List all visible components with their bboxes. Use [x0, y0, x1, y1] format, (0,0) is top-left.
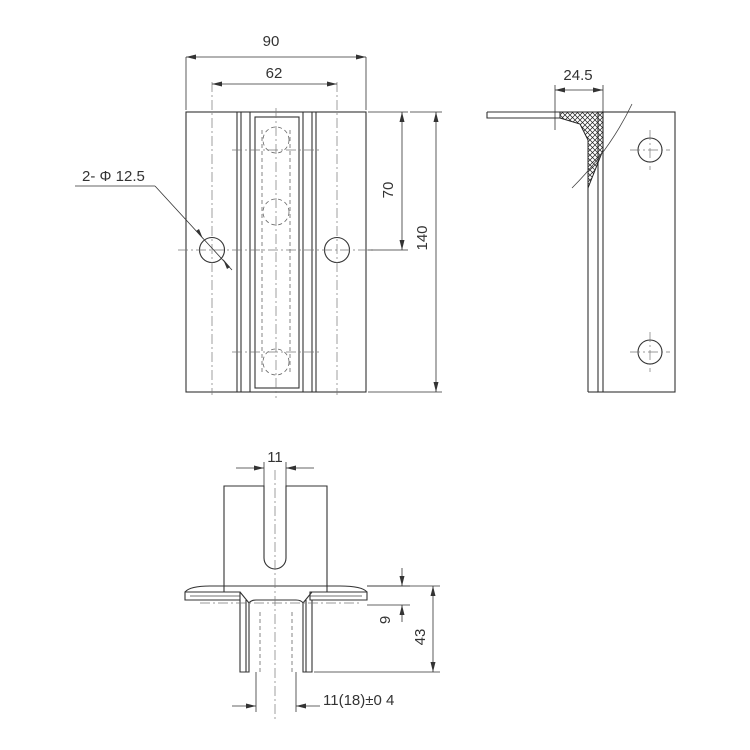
dim-slot-length: 70: [380, 182, 397, 199]
callout-leader: [154, 185, 233, 271]
side-view: 24.5: [486, 67, 676, 393]
dim-flange-depth: 24.5: [563, 67, 592, 84]
dim-flange-height: 9: [377, 616, 394, 624]
front-channel-box: [254, 116, 300, 389]
bottom-channel: [239, 599, 313, 673]
bottom-block-outline: [223, 485, 328, 592]
dim-hole-spacing: 62: [266, 65, 283, 82]
break-arc: [571, 103, 633, 189]
hatched-section: [559, 111, 604, 189]
dim-overall-width: 90: [263, 33, 280, 50]
hidden-hole: [262, 198, 290, 226]
bottom-flange-top: [184, 585, 368, 593]
side-plate-outline: [597, 111, 676, 393]
bottom-channel-wall: [245, 600, 307, 672]
dim-hole-callout: 2- Φ 12.5: [82, 168, 145, 185]
dim-channel-width: 11(18)±0 4: [323, 692, 394, 709]
dim-slot-width: 11: [267, 449, 283, 466]
front-view: 90 62 2- Φ 12.5 70 140: [75, 33, 442, 398]
bottom-view: 11 9 43 11(18)±0 4: [184, 449, 440, 720]
hidden-hole: [262, 348, 290, 376]
bottom-flange-right: [309, 591, 368, 601]
dim-overall-height: 140: [414, 225, 431, 250]
hidden-hole: [262, 126, 290, 154]
dim-total-height: 43: [412, 629, 429, 646]
